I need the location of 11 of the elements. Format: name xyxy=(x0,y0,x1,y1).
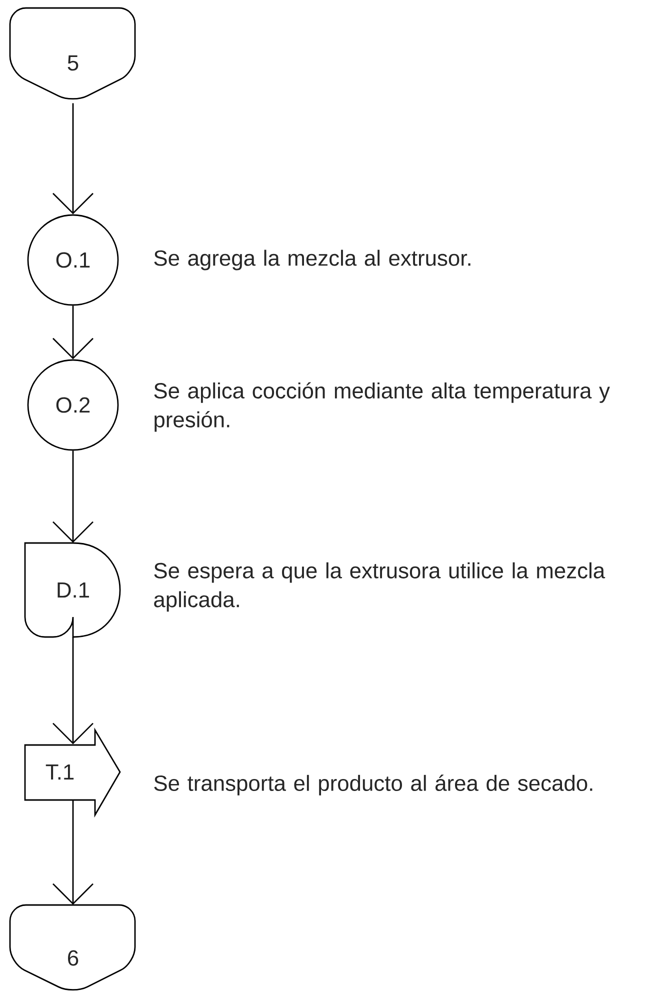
step-description: Se aplica cocción mediante alta temperatura y presión. xyxy=(154,382,610,432)
arrow xyxy=(52,637,94,744)
arrow xyxy=(52,800,94,905)
process-connector: 5 xyxy=(9,7,136,100)
arrow xyxy=(52,103,94,214)
step-description: Se espera a que la extrusora utilice la mezcla aplicada. xyxy=(154,562,606,612)
step-description: Se transporta el producto al área de secado. xyxy=(154,774,592,796)
arrow xyxy=(52,450,94,543)
process-connector: 6 xyxy=(9,904,136,991)
step-description: Se agrega la mezcla al extrusor. xyxy=(154,250,470,270)
delay-shape: D.1 xyxy=(24,542,121,638)
